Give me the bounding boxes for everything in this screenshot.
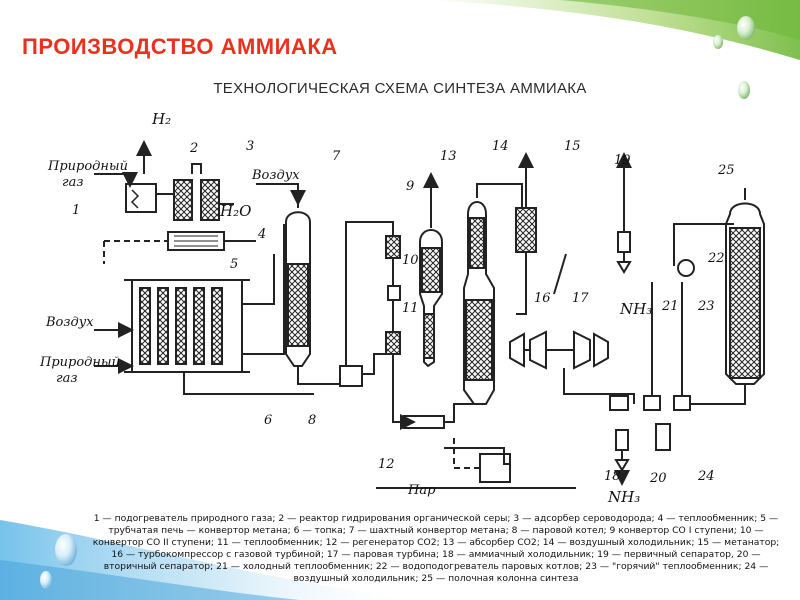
air-cooler-24 — [655, 423, 671, 451]
ammonia-cooler-18 — [609, 395, 629, 411]
equipment-number-15: 15 — [564, 139, 581, 154]
equipment-number-8: 8 — [308, 413, 316, 428]
label-nh3-bottom: NH₃ — [607, 488, 640, 506]
label-steam: Пар — [407, 483, 436, 498]
equipment-number-3: 3 — [246, 139, 254, 154]
diagram-subtitle: ТЕХНОЛОГИЧЕСКАЯ СХЕМА СИНТЕЗА АММИАКА — [213, 80, 587, 97]
water-drop-icon — [737, 16, 755, 40]
equipment-number-18: 18 — [604, 469, 621, 484]
legend-caption: 1 — подогреватель природного газа; 2 — р… — [92, 513, 780, 584]
equipment-number-4: 4 — [257, 227, 266, 242]
diagram-labels: Природный газ Воздух Воздух Природный га… — [39, 110, 735, 506]
label-air-left: Воздух — [45, 315, 94, 330]
label-nh3-mid: NH₃ — [619, 300, 652, 318]
equipment-number-11: 11 — [402, 301, 419, 316]
bottom-left-wave-accent — [0, 560, 300, 600]
label-air-top: Воздух — [251, 168, 300, 183]
equipment-number-12: 12 — [378, 457, 395, 472]
turbocompressor-16 — [509, 332, 525, 368]
label-natural-gas-top-1: Природный — [47, 159, 128, 174]
water-drop-icon — [40, 571, 52, 589]
equipment-number-24: 24 — [697, 469, 715, 484]
adsorber-3 — [200, 179, 220, 221]
equipment-number-16: 16 — [534, 291, 551, 306]
reactor-2 — [173, 179, 193, 221]
equipment-number-19: 19 — [614, 153, 631, 168]
equipment-number-10: 10 — [402, 253, 419, 268]
equipment-number-5: 5 — [230, 257, 238, 272]
heater-1 — [125, 183, 157, 213]
water-drop-icon — [738, 81, 750, 99]
equipment-number-22: 22 — [707, 251, 725, 266]
co2-regenerator-12 — [419, 229, 443, 368]
equipment-number-7: 7 — [332, 149, 341, 164]
water-heater-22 — [677, 259, 695, 277]
equipment-number-1: 1 — [72, 203, 80, 218]
label-natural-gas-bottom-2: газ — [56, 371, 77, 386]
water-drop-icon — [713, 35, 723, 49]
equipment-number-9: 9 — [406, 179, 414, 194]
steam-turbine-17 — [573, 330, 591, 370]
equipment-number-25: 25 — [717, 163, 735, 178]
equipment-number-2: 2 — [189, 141, 198, 156]
equipment-number-20: 20 — [649, 471, 667, 486]
equipment-number-6: 6 — [264, 413, 272, 428]
synthesis-column-25 — [725, 202, 765, 385]
label-natural-gas-bottom-1: Природный — [39, 355, 120, 370]
equipment-number-13: 13 — [440, 149, 457, 164]
equipment-number-14: 14 — [492, 139, 509, 154]
label-h2: H₂ — [151, 110, 171, 128]
label-natural-gas-top-2: газ — [62, 175, 83, 190]
equipment-number-21: 21 — [661, 299, 679, 314]
process-flow-diagram — [94, 140, 765, 489]
water-drop-icon — [55, 534, 77, 566]
label-h2o: H₂O — [219, 202, 251, 220]
co2-absorber-13 — [463, 201, 495, 405]
slide-title: ПРОИЗВОДСТВО АММИАКА — [22, 34, 338, 59]
equipment-number-23: 23 — [697, 299, 715, 314]
steam-boiler-8 — [339, 365, 363, 387]
top-right-wave-accent — [560, 0, 800, 40]
equipment-number-17: 17 — [572, 291, 589, 306]
